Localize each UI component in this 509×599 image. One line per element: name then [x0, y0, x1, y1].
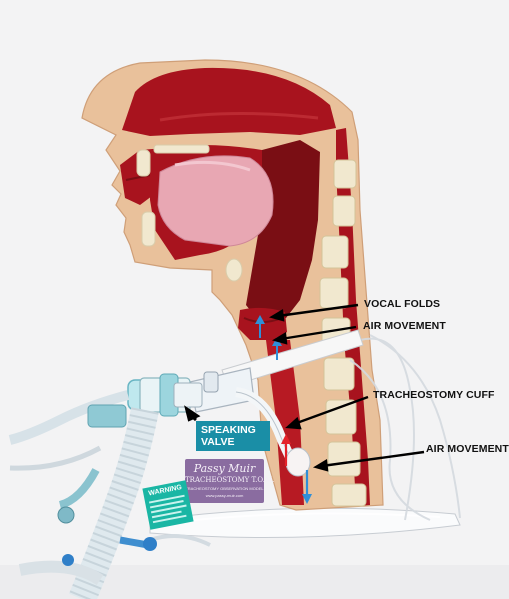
valve-label-line2: VALVE — [201, 436, 234, 448]
label-vocal-folds: VOCAL FOLDS — [364, 298, 440, 310]
palate — [154, 145, 209, 153]
hyoid — [226, 259, 242, 281]
valve-label-line1: SPEAKING — [201, 424, 256, 436]
label-tracheostomy-cuff: TRACHEOSTOMY CUFF — [373, 389, 494, 401]
plaque-line1: TRACHEOSTOMY OBSERVATION MODEL — [185, 486, 264, 491]
speaking-valve-label: SPEAKING VALVE — [196, 421, 270, 451]
plaque-model: TRACHEOSTOMY T.O.M. — [185, 476, 264, 484]
model-plaque: Passy Muir TRACHEOSTOMY T.O.M. TRACHEOST… — [185, 459, 264, 503]
plaque-url: www.passy-muir.com — [185, 493, 264, 498]
label-air-movement-lower: AIR MOVEMENT — [426, 443, 509, 455]
tongue — [158, 156, 273, 246]
warning-tag: WARNING — [142, 480, 193, 530]
upper-tooth — [137, 150, 150, 176]
lower-tooth — [142, 212, 155, 246]
blue-port — [143, 537, 157, 551]
label-air-movement-upper: AIR MOVEMENT — [363, 320, 446, 332]
plaque-brand: Passy Muir — [185, 462, 264, 475]
